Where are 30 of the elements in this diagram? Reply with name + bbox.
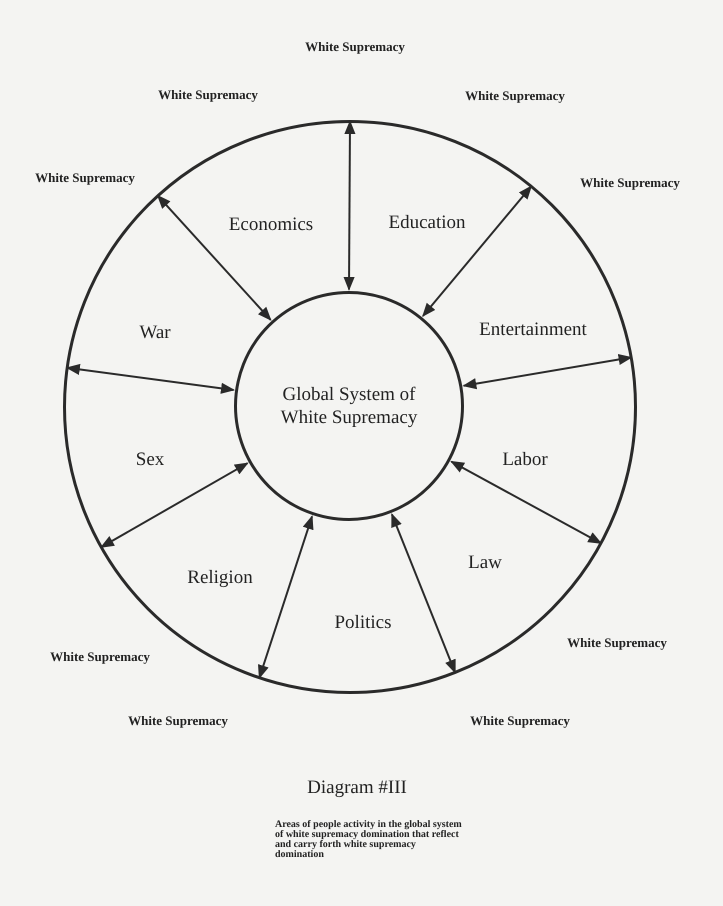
outer-label: White Supremacy <box>580 175 680 191</box>
double-arrow <box>462 354 633 390</box>
outer-label: White Supremacy <box>158 87 258 103</box>
area-label: Education <box>388 212 466 234</box>
outer-label: White Supremacy <box>567 635 667 651</box>
outer-label: White Supremacy <box>128 713 228 729</box>
caption: Areas of people activity in the global system of white supremacy domination that reflect and carry forth white supremacy domination <box>275 820 463 860</box>
double-arrow <box>390 513 456 674</box>
double-arrow <box>156 194 272 321</box>
double-arrow <box>450 460 602 544</box>
area-label: Politics <box>334 612 392 634</box>
outer-label: White Supremacy <box>470 713 570 729</box>
area-label: Entertainment <box>479 319 587 341</box>
double-arrow <box>100 462 249 548</box>
area-label: Economics <box>228 214 314 236</box>
double-arrow <box>66 364 235 394</box>
outer-label: White Supremacy <box>465 88 565 104</box>
outer-label: White Supremacy <box>35 170 135 186</box>
outer-label: White Supremacy <box>50 649 150 665</box>
area-label: Law <box>468 552 502 574</box>
diagram-number: Diagram #III <box>307 777 407 799</box>
center-circle: Global System of White Supremacy <box>234 291 464 521</box>
double-arrow <box>422 185 532 318</box>
area-label: Religion <box>187 567 253 589</box>
area-label: Sex <box>136 449 164 471</box>
double-arrow <box>258 515 314 680</box>
area-label: Labor <box>502 449 548 471</box>
outer-label: White Supremacy <box>305 39 405 55</box>
area-label: War <box>139 322 171 344</box>
double-arrow <box>343 120 356 291</box>
